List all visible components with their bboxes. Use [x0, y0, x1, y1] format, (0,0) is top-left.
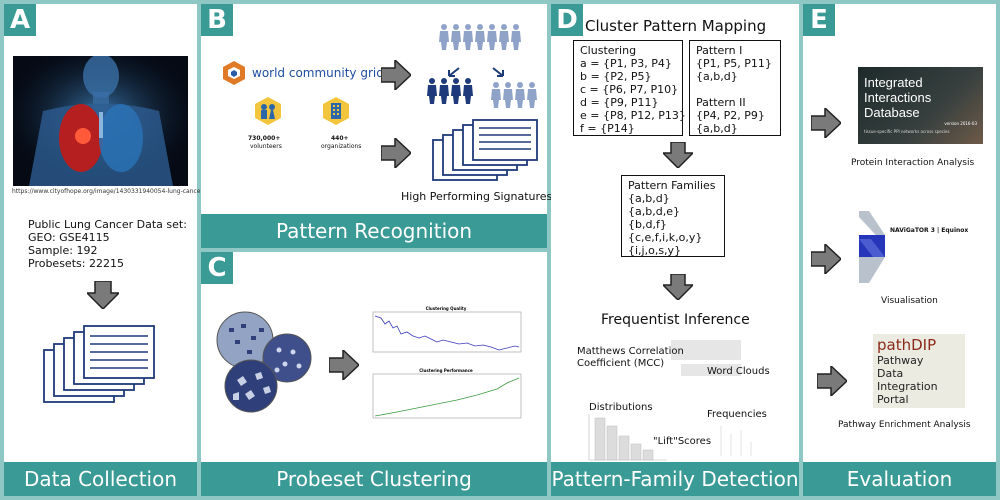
- pattern-families-box: Pattern Families {a,b,d} {a,b,d,e} {b,d,…: [621, 175, 725, 257]
- frequentist-inference-title: Frequentist Inference: [601, 312, 750, 328]
- family-line: {c,e,f,i,k,o,y}: [628, 231, 703, 244]
- volunteers-icon: [253, 96, 283, 126]
- family-line: {a,b,d}: [628, 192, 670, 205]
- iid-title: Integrated Interactions Database: [864, 75, 932, 120]
- chart1-title: Clustering Quality: [425, 306, 467, 311]
- panel-pattern-family-detection: Cluster Pattern Mapping Clustering a = {…: [551, 4, 799, 496]
- panel-a-badge: A: [4, 4, 36, 36]
- panel-e-badge: E: [803, 4, 835, 36]
- pathdip-line: Data: [877, 367, 904, 380]
- navigator-logo-icon: [857, 209, 887, 285]
- pattern-line: Pattern II: [696, 96, 746, 109]
- clustering-line: b = {P2, P5}: [580, 70, 652, 83]
- panel-probeset-clustering: Clustering Quality Clustering Performanc…: [201, 252, 547, 496]
- stat-organizations-label: organizations: [321, 143, 362, 150]
- family-line: {a,b,d,e}: [628, 205, 680, 218]
- mcc-label: Matthews Correlation Coefficient (MCC): [577, 346, 684, 369]
- down-arrow-icon: [663, 274, 693, 300]
- navigator-label: NAViGaTOR 3 | Equinox: [890, 227, 969, 234]
- pathdip-line: Pathway: [877, 354, 924, 367]
- pattern-line: {P1, P5, P11}: [696, 57, 772, 70]
- pattern-line: {P4, P2, P9}: [696, 109, 765, 122]
- pathdip-title: pathDIP: [877, 336, 937, 354]
- family-line: {b,d,f}: [628, 218, 667, 231]
- cluster-pattern-title: Cluster Pattern Mapping: [585, 17, 767, 35]
- organizations-icon: [321, 96, 351, 126]
- pattern-spacer: [696, 83, 774, 96]
- panel-evaluation: Integrated Interactions Database version…: [803, 4, 996, 496]
- lift-label: "Lift"Scores: [653, 436, 712, 447]
- frequencies-label: Frequencies: [707, 409, 767, 420]
- pathdip-line: Portal: [877, 393, 909, 406]
- pattern-line: {a,b,d}: [696, 122, 738, 135]
- pattern-line: {a,b,d}: [696, 70, 738, 83]
- iid-database-image: Integrated Interactions Database version…: [858, 67, 983, 144]
- panel-d-footer: Pattern-Family Detection: [551, 462, 799, 496]
- clustering-line: c = {P6, P7, P10}: [580, 83, 679, 96]
- panel-data-collection: https://www.cityofhope.org/image/1430331…: [4, 4, 214, 496]
- dataset-line: Sample: 192: [28, 244, 98, 257]
- stat-volunteers-value: 730,000+: [248, 135, 281, 142]
- pathdip-line: Integration: [877, 380, 938, 393]
- clustering-line: e = {P8, P12, P13}: [580, 109, 686, 122]
- family-line: Pattern Families: [628, 179, 716, 192]
- right-arrow-icon: [329, 350, 359, 380]
- clustering-line: d = {P9, P11}: [580, 96, 659, 109]
- stat-volunteers-label: volunteers: [250, 143, 282, 150]
- iid-version: version 2016-03: [944, 121, 977, 126]
- iid-subtitle: tissue-specific PPI networks across spec…: [864, 129, 950, 134]
- people-groups-icon: [427, 22, 543, 118]
- dataset-info: Public Lung Cancer Data set: GEO: GSE411…: [28, 218, 187, 270]
- clustering-line: a = {P1, P3, P4}: [580, 57, 672, 70]
- pathdip-lines: Pathway Data Integration Portal: [877, 354, 938, 406]
- clustering-performance-chart: Clustering Performance: [367, 368, 525, 424]
- pattern-line: Pattern I: [696, 44, 743, 57]
- down-arrow-icon: [87, 281, 119, 309]
- panel-c-footer: Probeset Clustering: [201, 462, 547, 496]
- right-arrow-icon: [381, 138, 411, 168]
- panel-a-footer: Data Collection: [4, 462, 197, 496]
- wordclouds-label: Word Clouds: [707, 366, 770, 377]
- stat-organizations-value: 440+: [331, 135, 349, 142]
- panel-b-footer: Pattern Recognition: [201, 214, 547, 248]
- panel-b-badge: B: [201, 4, 233, 36]
- right-arrow-icon: [817, 366, 847, 396]
- clustering-quality-chart: Clustering Quality: [367, 306, 525, 356]
- clusters-icon: [215, 310, 317, 414]
- right-arrow-icon: [381, 60, 411, 90]
- panel-e-footer: Evaluation: [803, 462, 996, 496]
- right-arrow-icon: [811, 108, 841, 138]
- panel-pattern-recognition: world community grid 730,000+ volunteers…: [201, 4, 552, 248]
- wcg-logo-icon: [221, 60, 247, 86]
- signature-stack-icon: [431, 118, 541, 184]
- signatures-label: High Performing Signatures: [401, 190, 553, 203]
- document-stack-icon: [42, 320, 162, 406]
- navigator-caption: Visualisation: [881, 296, 938, 306]
- panel-d-badge: D: [551, 4, 583, 36]
- family-line: {i,j,o,s,y}: [628, 244, 682, 257]
- iid-caption: Protein Interaction Analysis: [851, 158, 975, 168]
- panel-c-badge: C: [201, 252, 233, 284]
- image-credit: https://www.cityofhope.org/image/1430331…: [12, 188, 214, 195]
- pathdip-logo: pathDIP Pathway Data Integration Portal: [873, 334, 965, 408]
- patterns-box: Pattern I {P1, P5, P11} {a,b,d} Pattern …: [689, 40, 781, 136]
- clustering-line: f = {P14}: [580, 122, 635, 135]
- clustering-box: Clustering a = {P1, P3, P4} b = {P2, P5}…: [573, 40, 686, 136]
- dataset-line: Probesets: 22215: [28, 257, 124, 270]
- inference-collage: [571, 334, 786, 462]
- clustering-line: Clustering: [580, 44, 637, 57]
- lung-cancer-image: [13, 56, 188, 186]
- dataset-line: Public Lung Cancer Data set:: [28, 218, 187, 231]
- right-arrow-icon: [811, 244, 841, 274]
- down-arrow-icon: [663, 142, 693, 168]
- distributions-label: Distributions: [589, 402, 653, 413]
- chart2-title: Clustering Performance: [419, 368, 473, 373]
- dataset-line: GEO: GSE4115: [28, 231, 110, 244]
- wcg-brand: world community grid: [252, 66, 384, 80]
- pathdip-caption: Pathway Enrichment Analysis: [838, 420, 971, 430]
